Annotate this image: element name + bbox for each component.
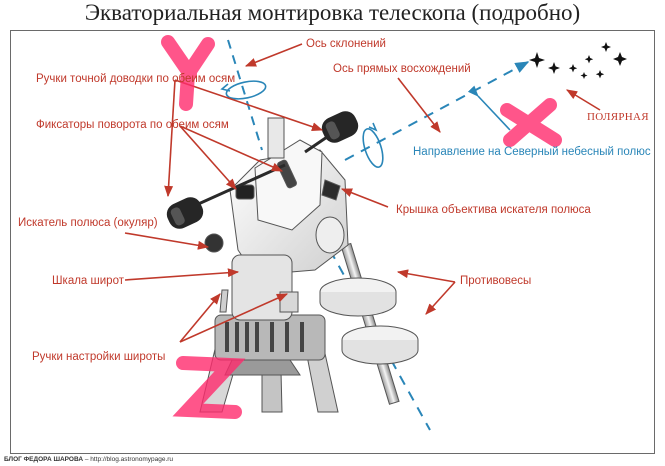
page-title: Экваториальная монтировка телескопа (под… (84, 0, 581, 25)
counterweights (319, 242, 419, 405)
label-ra-axis: Ось прямых восхождений (333, 63, 471, 75)
label-polaris: ПОЛЯРНАЯ (587, 111, 649, 123)
footer-credit: БЛОГ ФЕДОРА ШАРОВА – http://blog.astrono… (4, 455, 173, 464)
label-latitude-knobs: Ручки настройки широты (32, 351, 166, 363)
ra-axis (329, 61, 530, 431)
label-north-pole-direction: Направление на Северный небесный полюс (413, 146, 651, 158)
mount-head (204, 117, 349, 321)
label-polar-scope-cap: Крышка объектива искателя полюса (396, 204, 591, 216)
label-counterweights: Противовесы (460, 275, 532, 287)
declination-axis (220, 39, 267, 151)
footer-url[interactable]: – http://blog.astronomypage.ru (84, 456, 174, 463)
label-declination-axis: Ось склонений (306, 38, 386, 50)
diagram-frame (10, 30, 655, 454)
pink-marker-overlays (161, 35, 562, 419)
label-latitude-scale: Шкала широт (52, 275, 124, 287)
footer-blog-name: БЛОГ ФЕДОРА ШАРОВА (4, 456, 84, 463)
label-polar-scope: Искатель полюса (окуляр) (18, 217, 158, 229)
star-field (529, 42, 627, 79)
label-clamps: Фиксаторы поворота по обеим осям (36, 119, 229, 131)
label-fine-adjust-knobs: Ручки точной доводки по обеим осям (36, 73, 236, 85)
pointer-arrows (124, 43, 601, 343)
pole-direction-arrow (467, 85, 511, 131)
